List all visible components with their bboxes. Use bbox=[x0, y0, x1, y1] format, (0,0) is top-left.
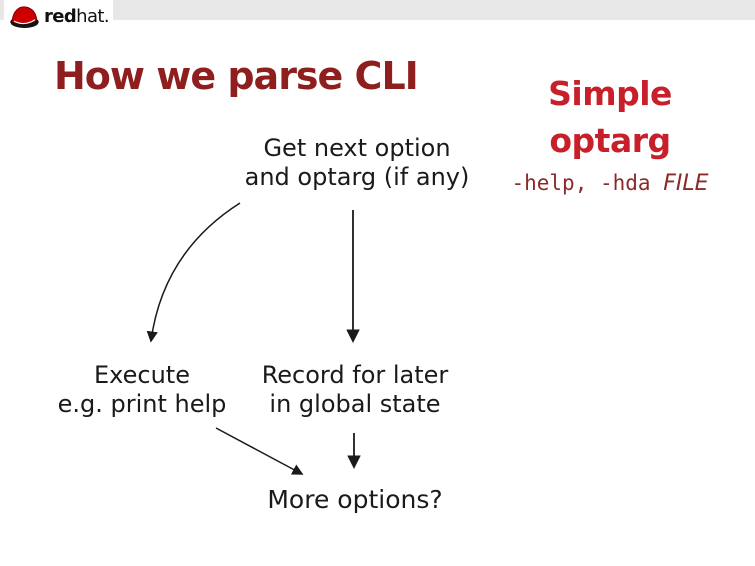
arrow-start-to-execute bbox=[146, 202, 241, 343]
flow-execute-line1: Execute bbox=[94, 361, 190, 389]
flow-start-line2: and optarg (if any) bbox=[244, 163, 470, 191]
top-gray-bar bbox=[0, 0, 755, 20]
flow-node-execute: Execute e.g. print help bbox=[32, 361, 252, 419]
flow-start-line1: Get next option bbox=[263, 134, 451, 162]
flow-node-more-options: More options? bbox=[245, 485, 465, 514]
flow-node-get-next-option: Get next option and optarg (if any) bbox=[227, 134, 487, 192]
example-file-arg: FILE bbox=[663, 171, 709, 196]
redhat-wordmark: redhat. bbox=[44, 6, 110, 27]
page-title: How we parse CLI bbox=[54, 54, 419, 98]
flow-end-label: More options? bbox=[267, 485, 443, 514]
aside-heading: Simple optarg bbox=[480, 70, 740, 164]
flow-record-line1: Record for later bbox=[261, 361, 449, 389]
redhat-fedora-icon bbox=[10, 5, 39, 28]
flow-node-record: Record for later in global state bbox=[245, 361, 465, 419]
example-options-text: -help, -hda bbox=[511, 171, 664, 195]
flow-record-line2: in global state bbox=[269, 390, 441, 418]
aside-heading-line2: optarg bbox=[549, 121, 671, 160]
brand-hat: hat bbox=[76, 6, 104, 27]
flow-execute-line2: e.g. print help bbox=[57, 390, 227, 418]
arrow-execute-to-more bbox=[215, 427, 304, 475]
aside-example: -help, -hda FILE bbox=[480, 171, 740, 196]
aside-note: Simple optarg -help, -hda FILE bbox=[480, 70, 740, 196]
brand-red: red bbox=[44, 6, 77, 27]
brand-period: . bbox=[103, 6, 110, 27]
redhat-logo: redhat. bbox=[4, 0, 113, 33]
aside-heading-line1: Simple bbox=[548, 74, 672, 113]
